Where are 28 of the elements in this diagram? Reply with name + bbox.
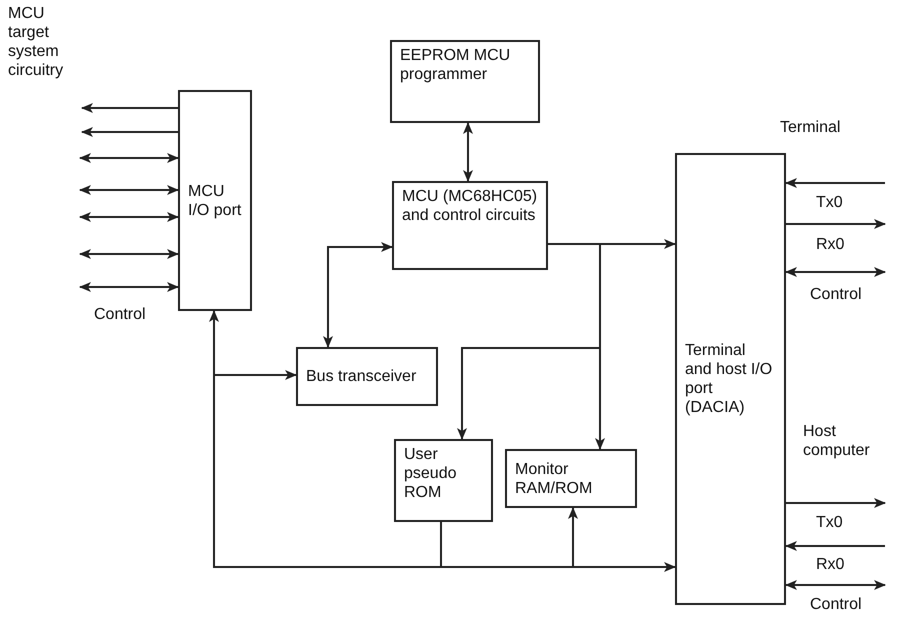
process-box: MCU I/O port xyxy=(178,90,252,311)
arrow xyxy=(79,212,179,222)
arrow xyxy=(785,580,886,590)
arrow xyxy=(548,243,605,450)
process-box: User pseudo ROM xyxy=(394,439,493,522)
annotation-label: MCU target system circuitry xyxy=(8,4,64,80)
arrow xyxy=(786,219,886,229)
arrow xyxy=(463,122,473,182)
process-box: Monitor RAM/ROM xyxy=(505,449,637,508)
arrow xyxy=(323,242,393,348)
arrow xyxy=(81,127,178,137)
arrow xyxy=(79,153,179,163)
arrow xyxy=(785,178,885,188)
arrow xyxy=(79,185,179,195)
process-box: EEPROM MCU programmer xyxy=(390,40,540,123)
arrow xyxy=(81,103,178,113)
annotation-label: Terminal xyxy=(780,118,842,137)
arrow xyxy=(79,249,179,259)
arrow xyxy=(786,498,886,508)
arrow xyxy=(440,507,578,568)
arrow xyxy=(785,541,885,551)
process-box: MCU (MC68HC05) and control circuits xyxy=(392,181,548,270)
arrow xyxy=(213,370,442,568)
process-box: Terminal and host I/O port (DACIA) xyxy=(675,153,786,605)
process-box: Bus transceiver xyxy=(296,347,438,406)
arrow xyxy=(79,282,179,292)
annotation-label: Host computer xyxy=(803,422,871,460)
arrow xyxy=(785,267,886,277)
